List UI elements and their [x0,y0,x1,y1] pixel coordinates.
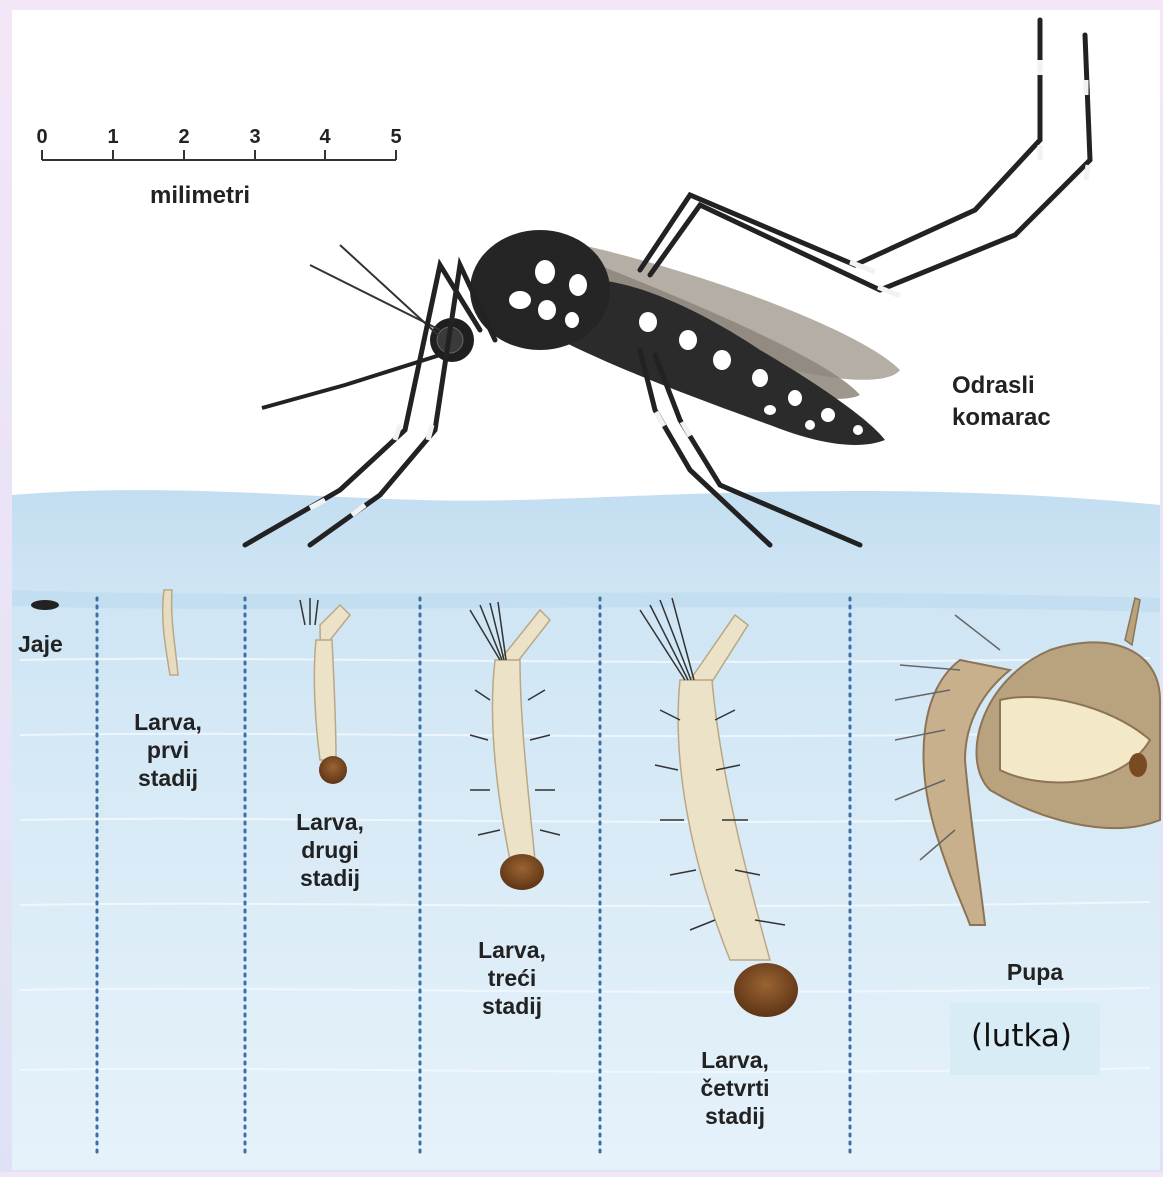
pupa-label: Pupa [985,958,1085,986]
larva4-label: Larva, četvrti stadij [680,1046,790,1130]
larva1-label: Larva, prvi stadij [118,708,218,792]
adult-label-line1: Odrasli [952,370,1051,402]
larva2-label: Larva, drugi stadij [280,808,380,892]
scale-tick-0: 0 [32,126,52,149]
adult-label-line2: komarac [952,402,1051,434]
larva1-label-line2: prvi [118,736,218,764]
larva4-label-line3: stadij [680,1102,790,1130]
egg-label: Jaje [18,630,63,658]
larva2-label-line2: drugi [280,836,380,864]
adult-mosquito-label: Odrasli komarac [952,370,1051,434]
scale-tick-4: 4 [315,126,335,149]
scale-tick-2: 2 [174,126,194,149]
egg [31,600,59,610]
larva3-label: Larva, treći stadij [462,936,562,1020]
larva1-label-line1: Larva, [118,708,218,736]
scale-unit-label: milimetri [150,182,250,210]
larva4-label-line2: četvrti [680,1074,790,1102]
larva3-label-line2: treći [462,964,562,992]
larva3-label-line1: Larva, [462,936,562,964]
scale-tick-5: 5 [386,126,406,149]
pupa-note-label: (lutka) [971,1018,1072,1054]
larva2-label-line3: stadij [280,864,380,892]
scale-tick-3: 3 [245,126,265,149]
larva4-label-line1: Larva, [680,1046,790,1074]
larva2-label-line1: Larva, [280,808,380,836]
larva1-label-line3: stadij [118,764,218,792]
scale-tick-1: 1 [103,126,123,149]
larva3-label-line3: stadij [462,992,562,1020]
